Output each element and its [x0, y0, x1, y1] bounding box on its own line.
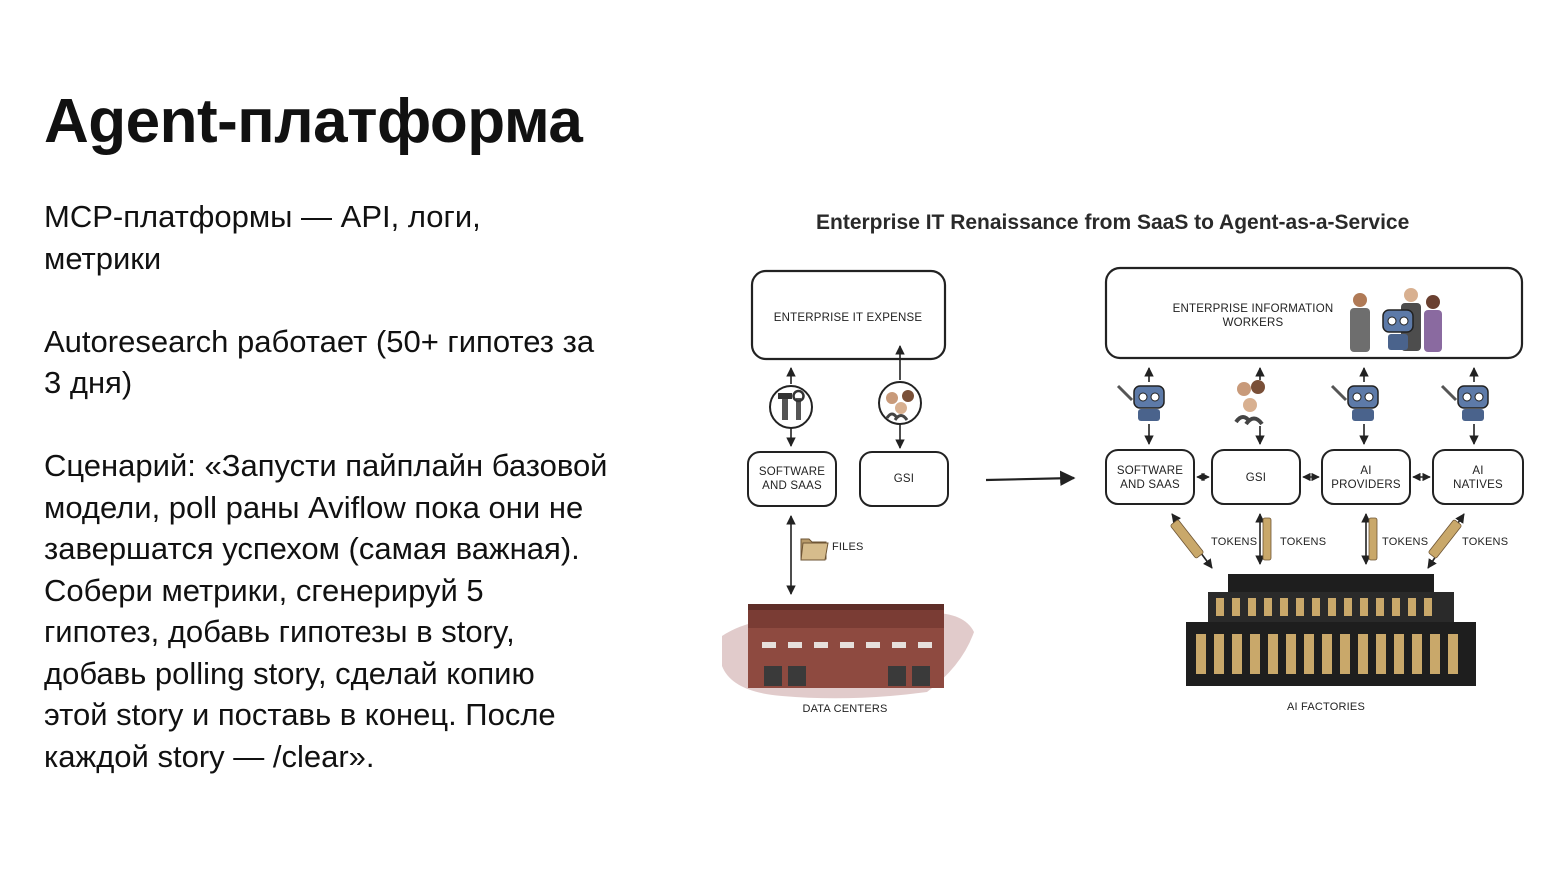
workers-with-robot-icon: [1350, 288, 1442, 352]
tokens-label-3: TOKENS: [1382, 536, 1428, 548]
ai-providers-label-2: PROVIDERS: [1331, 479, 1401, 491]
ai-providers-box: [1321, 449, 1411, 505]
ai-natives-box: [1432, 449, 1524, 505]
software-and-saas-label-right-1: SOFTWARE: [1117, 465, 1183, 477]
workers-label-2: WORKERS: [1223, 317, 1284, 329]
diagram-title: Enterprise IT Renaissance from SaaS to A…: [816, 211, 1409, 234]
enterprise-it-expense-label: ENTERPRISE IT EXPENSE: [774, 312, 923, 324]
ai-factory-servers: [1186, 574, 1476, 686]
gsi-label-left: GSI: [894, 473, 914, 485]
tokens-label-1: TOKENS: [1211, 536, 1257, 548]
bullet-line: этой story и поставь в конец. После: [44, 697, 556, 732]
bullet-line: Собери метрики, сгенерируй 5: [44, 572, 484, 608]
transition-arrow: [985, 470, 1076, 487]
ai-natives-label-2: NATIVES: [1453, 479, 1503, 491]
token-stacks: [1170, 517, 1462, 561]
ai-providers-label-1: AI: [1360, 465, 1371, 477]
bullet-line: модели, poll раны Aviflow пока они не: [44, 489, 584, 525]
saas-to-agent-diagram: Enterprise IT Renaissance from SaaS to A…: [712, 196, 1542, 736]
bullet-line: Autoresearch работает (50+ гипотез за: [44, 323, 595, 359]
consultants-icon: [878, 381, 922, 425]
bullet-list: MCP-платформы — API, логи, метрики Autor…: [44, 196, 694, 819]
bullet-scenario: Сценарий: «Запусти пайплайн базовой моде…: [44, 445, 694, 777]
tools-icon: [769, 385, 813, 429]
robot-icon-natives: [1440, 384, 1489, 421]
workers-label-1: ENTERPRISE INFORMATION: [1173, 303, 1334, 315]
consultants-icon-gsi: [1234, 380, 1265, 426]
tokens-label-2: TOKENS: [1280, 536, 1326, 548]
bullet-line: 3 дня): [44, 365, 133, 400]
gsi-box-left: [859, 451, 949, 507]
tokens-label-4: TOKENS: [1462, 536, 1508, 548]
gsi-box-right: [1211, 449, 1301, 505]
software-and-saas-label-right-2: AND SAAS: [1120, 479, 1180, 491]
software-and-saas-box-right: [1105, 449, 1195, 505]
bullet-line: MCP-платформы — API, логи,: [44, 199, 481, 234]
workers-arrows: [1144, 367, 1479, 445]
robot-icon-providers: [1330, 384, 1379, 421]
bullet-autoresearch: Autoresearch работает (50+ гипотез за 3 …: [44, 321, 694, 404]
enterprise-it-expense-box: [750, 269, 947, 361]
slide-title: Agent-платформа: [44, 87, 583, 156]
software-and-saas-box-left: [747, 451, 837, 507]
bullet-line: добавь polling story, сделай копию: [44, 655, 535, 691]
bullet-line: метрики: [44, 240, 162, 276]
ai-natives-label-1: AI: [1472, 465, 1483, 477]
gsi-label-right: GSI: [1246, 472, 1266, 484]
diagram-canvas: Enterprise IT Renaissance from SaaS to A…: [722, 211, 1524, 715]
data-centers-label: DATA CENTERS: [802, 703, 887, 715]
folder-icon: [800, 538, 829, 561]
software-and-saas-label-left-1: SOFTWARE: [759, 466, 825, 478]
files-label: FILES: [832, 541, 864, 553]
software-and-saas-label-left-2: AND SAAS: [762, 480, 822, 492]
bullet-line: гипотез, добавь гипотезы в story,: [44, 614, 515, 649]
data-center-building: [722, 604, 974, 699]
ai-factories-label: AI FACTORIES: [1287, 701, 1365, 713]
bullet-line: завершатся успехом (самая важная).: [44, 531, 580, 566]
bullet-line: каждой story — /clear».: [44, 738, 375, 774]
robot-icon-software: [1116, 384, 1165, 421]
bullet-mcp-platforms: MCP-платформы — API, логи, метрики: [44, 196, 694, 279]
bullet-line: Сценарий: «Запусти пайплайн базовой: [44, 448, 608, 483]
